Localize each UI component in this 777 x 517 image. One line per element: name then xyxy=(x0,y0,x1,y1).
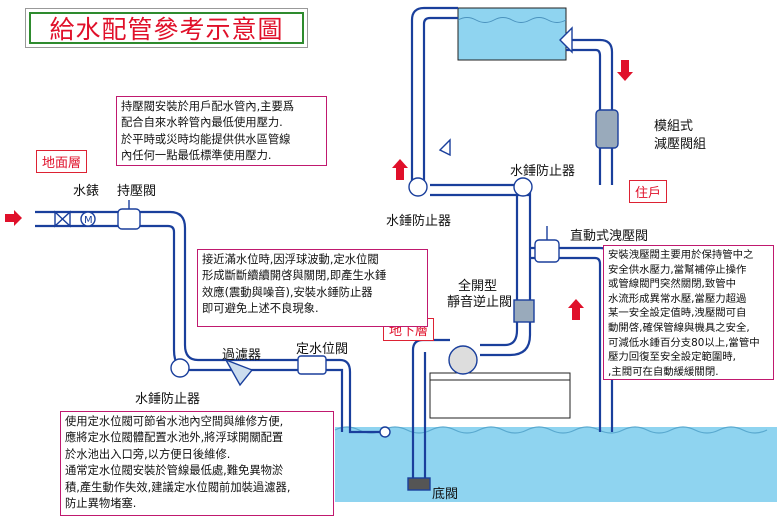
relief-valve xyxy=(534,239,560,263)
float-ball xyxy=(379,426,391,438)
level-valve xyxy=(297,355,327,375)
inlet-pipe xyxy=(35,210,340,362)
zone-household: 住戶 xyxy=(629,180,668,203)
roof-water-tank xyxy=(457,7,567,61)
check-valve xyxy=(513,299,535,323)
gate-valve xyxy=(54,210,71,228)
pressure-reducing-module xyxy=(595,109,619,149)
label-foot-valve: 底閥 xyxy=(432,487,459,502)
svg-text:M: M xyxy=(84,215,93,226)
flow-arrow-inlet xyxy=(5,210,22,226)
label-module-line2: 減壓閥組 xyxy=(654,137,707,152)
strainer xyxy=(224,358,254,387)
label-level-valve: 定水位閥 xyxy=(296,342,349,357)
flow-arrow-up xyxy=(392,159,408,180)
label-relief-valve: 直動式洩壓閥 xyxy=(570,229,649,244)
label-module-line1: 模組式 xyxy=(654,119,694,134)
note-water-hammer: 接近滿水位時,因浮球波動,定水位閥 形成斷斷續續開啓與關閉,即產生水錘 效應(震… xyxy=(197,249,428,327)
label-check-valve-line2: 靜音逆止閥 xyxy=(447,295,513,310)
note-relief-valve: 安裝洩壓閥主要用於保持管中之 安全供水壓力,當幫補停止操作 或管線閥門突然關閉,… xyxy=(603,245,774,380)
hammer-arrestor-right xyxy=(513,177,533,197)
basement-water-tank xyxy=(335,427,777,502)
note-pressure-valve: 持壓閥安裝於用戶配水管內,主要爲 配合自來水幹管內最低使用壓力. 於平時或災時均… xyxy=(116,96,327,166)
flow-arrow-down xyxy=(617,60,633,81)
title-inner-frame: 給水配管參考示意圖 xyxy=(29,12,304,44)
label-pressure-valve: 持壓閥 xyxy=(117,184,157,199)
foot-valve xyxy=(407,477,431,491)
title-frame: 給水配管參考示意圖 xyxy=(25,8,308,48)
label-strainer: 過濾器 xyxy=(222,348,262,363)
label-hammer-arrestor-left: 水錘防止器 xyxy=(386,214,452,229)
label-hammer-arrestor-top: 水錘防止器 xyxy=(510,164,576,179)
label-check-valve-line1: 全開型 xyxy=(458,279,498,294)
label-hammer-arrestor-bottom: 水錘防止器 xyxy=(135,392,201,407)
note-level-valve: 使用定水位閥可節省水池內空間與維修方便, 應將定水位閥體配置水池外,將浮球開關配… xyxy=(60,411,334,516)
hammer-arrestor-left xyxy=(170,358,190,378)
riser-pipe xyxy=(480,185,519,347)
pump xyxy=(448,345,478,375)
hammer-arrestor-mid xyxy=(408,177,428,197)
diagram-title: 給水配管參考示意圖 xyxy=(49,15,284,44)
label-meter: 水錶 xyxy=(73,184,100,199)
water-meter xyxy=(80,211,96,227)
suction-pipe xyxy=(411,338,450,351)
pressure-holding-valve xyxy=(117,208,141,230)
flow-arrow-riser xyxy=(568,299,584,320)
zone-ground-floor: 地面層 xyxy=(36,150,88,173)
